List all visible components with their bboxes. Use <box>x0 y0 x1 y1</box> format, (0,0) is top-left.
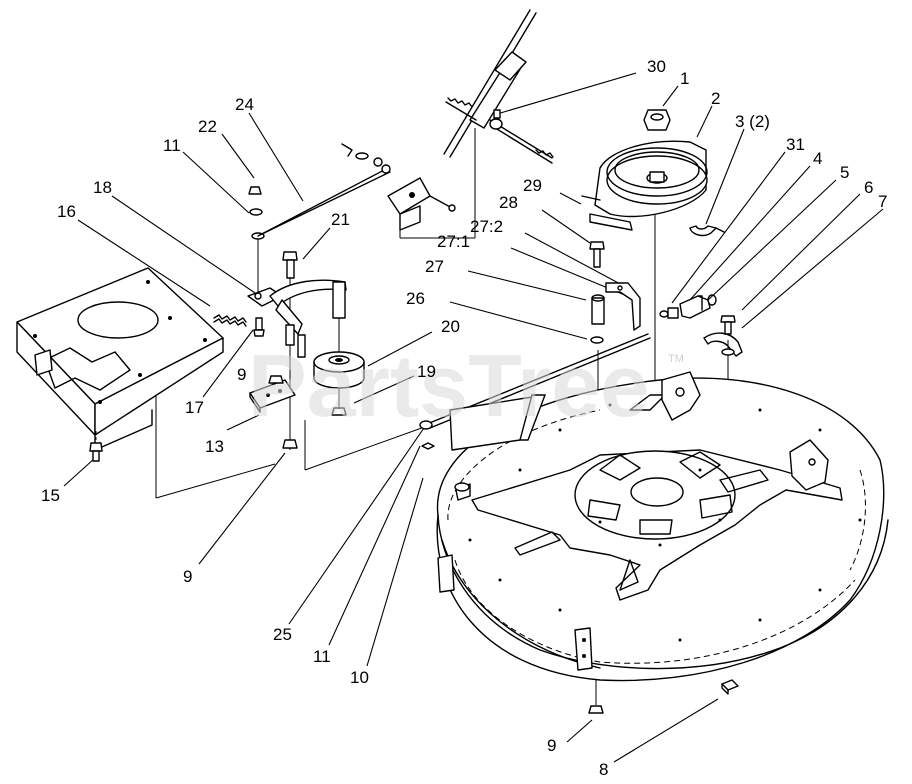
idler-arm-18 <box>247 279 347 335</box>
deck-frame <box>471 394 843 601</box>
callout-16: 16 <box>57 202 76 221</box>
callout-6: 6 <box>864 178 873 197</box>
nut-22 <box>248 186 265 240</box>
callout-28: 28 <box>499 193 518 212</box>
callout-30: 30 <box>647 57 666 76</box>
spring-16 <box>213 314 247 327</box>
clip-3 <box>689 225 725 237</box>
callout-15: 15 <box>41 486 60 505</box>
lift-linkage <box>341 9 554 231</box>
hardware-31-4-5 <box>659 294 717 319</box>
callout-27-2: 27:2 <box>470 217 503 236</box>
bolt-28 <box>589 241 605 268</box>
bolt-6 <box>720 315 736 335</box>
callout-24: 24 <box>235 95 254 114</box>
callout-27-1: 27:1 <box>437 232 470 251</box>
bolt-8 <box>721 679 739 695</box>
callout-2: 2 <box>711 89 720 108</box>
callout-19: 19 <box>417 362 436 381</box>
callout-13: 13 <box>205 437 224 456</box>
engine-mount-plate <box>16 267 224 451</box>
callout-11-top: 11 <box>163 136 181 155</box>
rod-24 <box>257 164 391 237</box>
nut-9-bottom <box>588 705 604 714</box>
callout-26: 26 <box>406 289 425 308</box>
bolt-17 <box>253 317 265 337</box>
nut-9-upper <box>268 375 284 384</box>
mower-deck <box>436 371 889 682</box>
callout-22: 22 <box>198 117 217 136</box>
callout-29: 29 <box>523 176 542 195</box>
bolt-21 <box>282 251 298 279</box>
callout-21: 21 <box>331 210 350 229</box>
nut-1 <box>643 109 671 131</box>
nut-19 <box>331 407 347 416</box>
callout-20: 20 <box>441 317 460 336</box>
callout-27: 27 <box>425 257 444 276</box>
watermark-text: PartsTree <box>248 336 649 435</box>
callout-9-bottom: 9 <box>547 736 556 755</box>
watermark: PartsTree TM <box>248 336 684 435</box>
link-7 <box>703 332 743 357</box>
callout-25: 25 <box>273 625 292 644</box>
callout-9-upper: 9 <box>237 365 246 384</box>
callout-3: 3 (2) <box>735 112 770 131</box>
callout-11-bottom: 11 <box>313 647 331 666</box>
nut-9-lower <box>282 439 298 449</box>
callout-labels: 30 1 2 3 (2) 31 4 5 6 7 29 28 27:2 27:1 … <box>41 57 887 779</box>
bracket-27 <box>590 282 641 344</box>
idler-pulley-20 <box>313 351 365 389</box>
spindle-pulley-2 <box>581 140 708 231</box>
callout-10: 10 <box>350 668 369 687</box>
bracket-13 <box>249 379 296 413</box>
callout-17: 17 <box>185 398 204 417</box>
callout-7: 7 <box>878 192 887 211</box>
watermark-trademark: TM <box>668 353 684 365</box>
callout-9-lower: 9 <box>183 567 192 586</box>
leader-lines <box>63 72 884 763</box>
bolt-15 <box>89 431 103 462</box>
callout-1: 1 <box>680 69 689 88</box>
bushing <box>285 324 306 358</box>
callout-31: 31 <box>786 135 805 154</box>
callout-5: 5 <box>840 163 849 182</box>
callout-8: 8 <box>599 760 608 779</box>
callout-18: 18 <box>93 178 112 197</box>
callout-4: 4 <box>813 149 822 168</box>
